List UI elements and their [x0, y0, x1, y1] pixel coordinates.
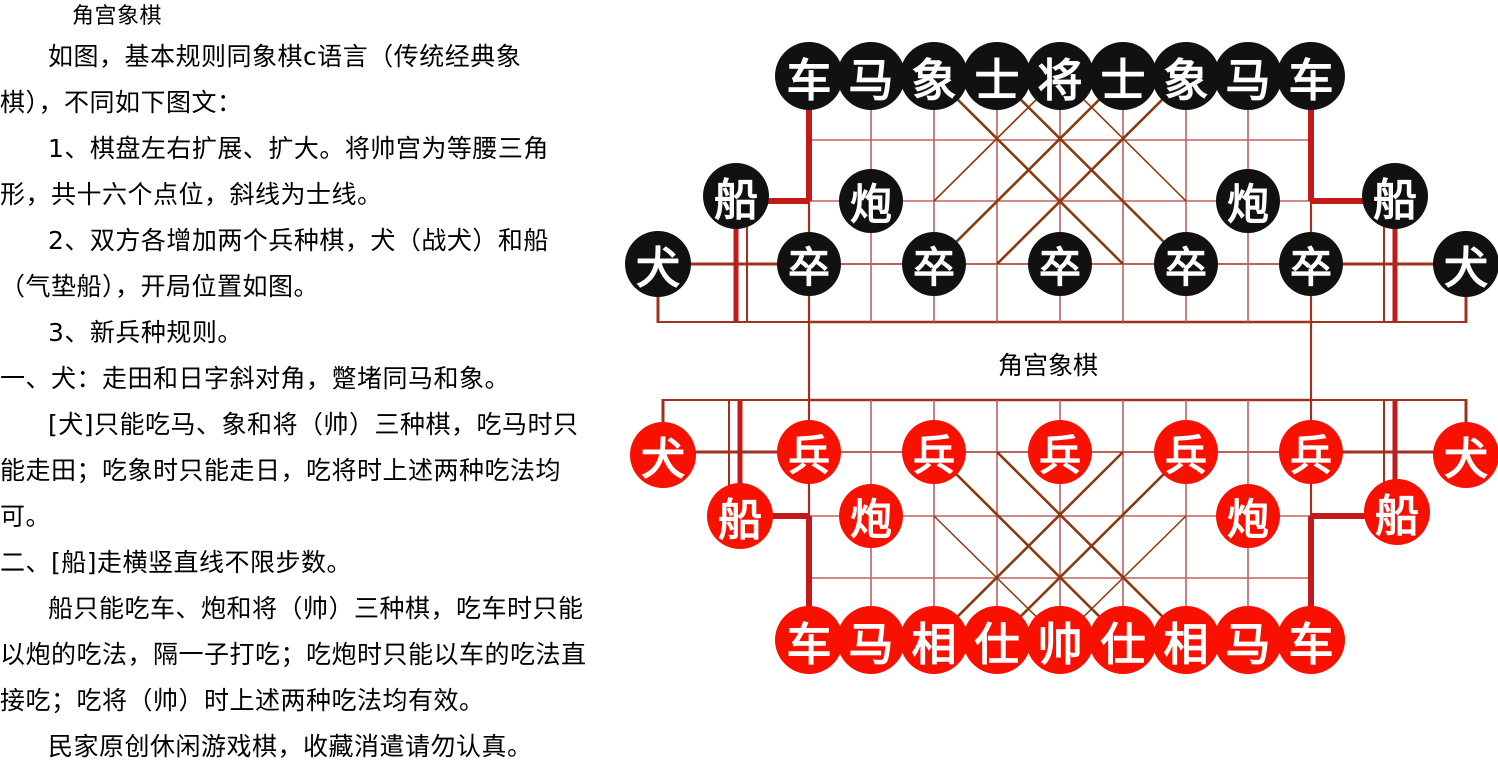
piece-r-dog-r[interactable]: 犬	[1433, 422, 1498, 488]
piece-r-elep-l[interactable]: 相	[900, 606, 968, 674]
article-paragraph: [犬]只能吃马、象和将（帅）三种棋，吃马时只	[48, 410, 579, 439]
piece-r-boat-r[interactable]: 船	[1364, 479, 1430, 545]
piece-r-adv-r[interactable]: 仕	[1089, 606, 1157, 674]
piece-b-pawn-1[interactable]: 卒	[777, 232, 841, 296]
piece-b-dog-r[interactable]: 犬	[1433, 231, 1498, 297]
article-text: 角宫象棋 如图，基本规则同象棋c语言（传统经典象棋），不同如下图文： 1、棋盘左右…	[0, 0, 632, 761]
article-paragraph: 3、新兵种规则。	[48, 318, 243, 347]
article-paragraph: 接吃；吃将（帅）时上述两种吃法均有效。	[0, 686, 485, 715]
piece-b-pawn-2[interactable]: 卒	[902, 232, 966, 296]
piece-b-elep-l[interactable]: 象	[900, 42, 968, 110]
xiangqi-board[interactable]: 车马象士将士象马车船炮炮船犬卒卒卒卒卒犬犬兵兵兵兵兵犬船炮炮船车马相仕帅仕相马车…	[625, 0, 1498, 747]
piece-r-boat-l[interactable]: 船	[707, 483, 773, 549]
piece-b-horse-l[interactable]: 马	[837, 42, 905, 110]
article-paragraph: 二、[船]走横竖直线不限步数。	[0, 548, 353, 577]
piece-r-pawn-3[interactable]: 兵	[1028, 420, 1092, 484]
piece-b-dog-l[interactable]: 犬	[625, 231, 691, 297]
piece-r-adv-l[interactable]: 仕	[963, 606, 1031, 674]
piece-b-general[interactable]: 将	[1026, 42, 1094, 110]
piece-r-horse-l[interactable]: 马	[837, 606, 905, 674]
piece-r-pawn-5[interactable]: 兵	[1279, 420, 1343, 484]
article-title: 角宫象棋	[72, 4, 163, 29]
article-paragraph: 1、棋盘左右扩展、扩大。将帅宫为等腰三角	[48, 134, 549, 163]
article-paragraph: 2、双方各增加两个兵种棋，犬（战犬）和船	[48, 226, 549, 255]
piece-b-rook-r[interactable]: 车	[1277, 42, 1345, 110]
piece-b-rook-l[interactable]: 车	[775, 42, 843, 110]
piece-b-boat-l[interactable]: 船	[703, 163, 769, 229]
piece-b-adv-r[interactable]: 士	[1089, 42, 1157, 110]
article-paragraph: 棋），不同如下图文：	[0, 88, 243, 117]
piece-r-rook-r[interactable]: 车	[1277, 606, 1345, 674]
piece-b-elep-r[interactable]: 象	[1152, 42, 1220, 110]
piece-r-pawn-2[interactable]: 兵	[902, 420, 966, 484]
article-paragraph: 形，共十六个点位，斜线为士线。	[0, 180, 383, 209]
article-paragraph: 民家原创休闲游戏棋，收藏消遣请勿认真。	[48, 732, 533, 761]
piece-r-horse-r[interactable]: 马	[1214, 606, 1282, 674]
piece-b-pawn-5[interactable]: 卒	[1279, 232, 1343, 296]
piece-b-boat-r[interactable]: 船	[1362, 163, 1428, 229]
board-center-label: 角宫象棋	[998, 351, 1099, 380]
piece-r-pawn-1[interactable]: 兵	[777, 420, 841, 484]
piece-r-pawn-4[interactable]: 兵	[1154, 420, 1218, 484]
piece-r-marshal[interactable]: 帅	[1026, 606, 1094, 674]
piece-b-pawn-3[interactable]: 卒	[1028, 232, 1092, 296]
article-paragraph: 能走田；吃象时只能走日，吃将时上述两种吃法均	[0, 456, 562, 485]
piece-b-adv-l[interactable]: 士	[963, 42, 1031, 110]
piece-r-rook-l[interactable]: 车	[775, 606, 843, 674]
piece-b-horse-r[interactable]: 马	[1214, 42, 1282, 110]
article-paragraph: 可。	[0, 502, 52, 531]
article-paragraph: 船只能吃车、炮和将（帅）三种棋，吃车时只能	[48, 594, 584, 623]
article-paragraph: 以炮的吃法，隔一子打吃；吃炮时只能以车的吃法直	[0, 640, 587, 669]
article-body: 如图，基本规则同象棋c语言（传统经典象棋），不同如下图文： 1、棋盘左右扩展、扩大…	[0, 34, 632, 770]
piece-b-cannon-l[interactable]: 炮	[839, 169, 903, 233]
piece-r-dog-l[interactable]: 犬	[630, 422, 696, 488]
piece-r-cannon-l[interactable]: 炮	[839, 484, 903, 548]
article-paragraph: 一、犬：走田和日字斜对角，蹩堵同马和象。	[0, 364, 511, 393]
piece-b-cannon-r[interactable]: 炮	[1216, 169, 1280, 233]
piece-b-pawn-4[interactable]: 卒	[1154, 232, 1218, 296]
piece-r-cannon-r[interactable]: 炮	[1216, 484, 1280, 548]
article-paragraph: （气垫船），开局位置如图。	[0, 272, 320, 301]
article-paragraph: 如图，基本规则同象棋c语言（传统经典象	[48, 42, 522, 71]
piece-r-elep-r[interactable]: 相	[1152, 606, 1220, 674]
